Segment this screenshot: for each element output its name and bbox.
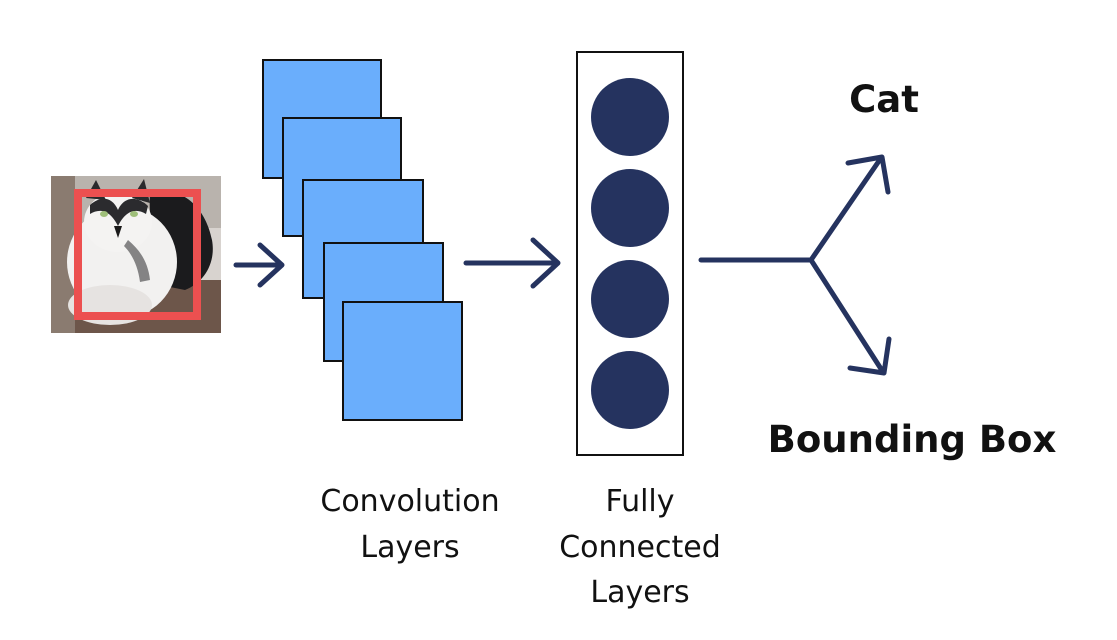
output-label-cat: Cat xyxy=(849,78,919,121)
fc-node-2 xyxy=(591,169,669,247)
output-fork-arrow xyxy=(698,154,892,376)
fc-node-3 xyxy=(591,260,669,338)
fc-label-line3: Layers xyxy=(590,575,690,610)
fully-connected-layer xyxy=(576,51,684,456)
bounding-box-overlay xyxy=(74,189,201,320)
conv-layer-5 xyxy=(342,301,463,421)
convolution-layers-stack xyxy=(262,59,463,421)
output-label-bounding-box: Bounding Box xyxy=(767,418,1057,461)
conv-label-line2: Layers xyxy=(360,530,460,565)
fc-node-1 xyxy=(591,78,669,156)
conv-label-line1: Convolution xyxy=(320,484,500,519)
fc-label-line2: Connected xyxy=(559,530,721,565)
fc-node-4 xyxy=(591,351,669,429)
arrow-input-to-conv xyxy=(233,242,285,288)
arrow-conv-to-fc xyxy=(463,237,561,289)
fc-label-line1: Fully xyxy=(605,484,675,519)
